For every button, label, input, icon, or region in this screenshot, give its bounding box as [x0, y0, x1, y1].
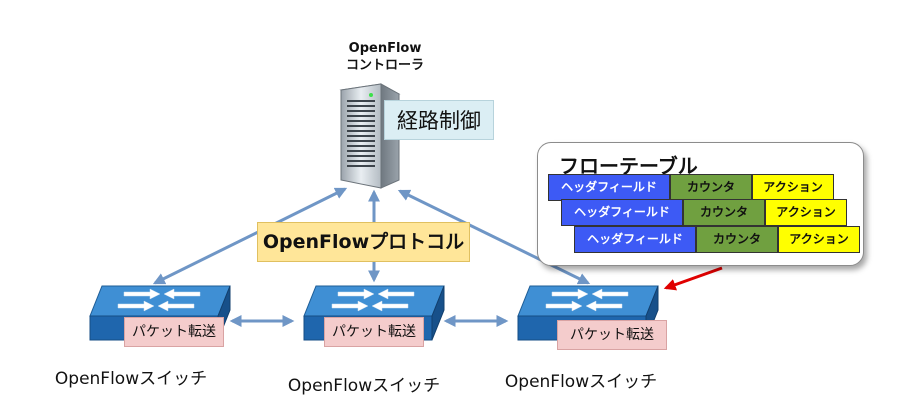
flow-table-row: ヘッダフィールド カウンタ アクション — [548, 174, 834, 201]
controller-label-line1: OpenFlow — [348, 41, 422, 56]
counter-cell: カウンタ — [683, 199, 765, 226]
header-field-cell: ヘッダフィールド — [574, 226, 696, 253]
flow-table-row: ヘッダフィールド カウンタ アクション — [561, 199, 847, 226]
flow-table-row: ヘッダフィールド カウンタ アクション — [574, 226, 860, 253]
server-icon — [339, 83, 401, 189]
switch-label: OpenFlowスイッチ — [54, 369, 208, 389]
header-field-cell: ヘッダフィールド — [561, 199, 683, 226]
openflow-protocol-box: OpenFlowプロトコル — [257, 222, 470, 262]
action-cell: アクション — [778, 226, 860, 253]
counter-cell: カウンタ — [696, 226, 778, 253]
packet-forward-box: パケット転送 — [324, 317, 424, 347]
flow-table-pointer-arrow — [663, 266, 723, 291]
arrow-controller-switch3 — [397, 189, 591, 285]
header-field-cell: ヘッダフィールド — [548, 174, 670, 201]
switch-label: OpenFlowスイッチ — [504, 372, 658, 392]
packet-forward-box: パケット転送 — [557, 320, 667, 350]
counter-cell: カウンタ — [670, 174, 752, 201]
controller-label: OpenFlow コントローラ — [335, 40, 435, 74]
action-cell: アクション — [752, 174, 834, 201]
route-control-box: 経路制御 — [384, 100, 494, 140]
packet-forward-box: パケット転送 — [124, 317, 224, 347]
action-cell: アクション — [765, 199, 847, 226]
controller-label-line2: コントローラ — [345, 58, 424, 73]
arrow-controller-switch1 — [152, 187, 348, 285]
switch-label: OpenFlowスイッチ — [287, 376, 441, 396]
